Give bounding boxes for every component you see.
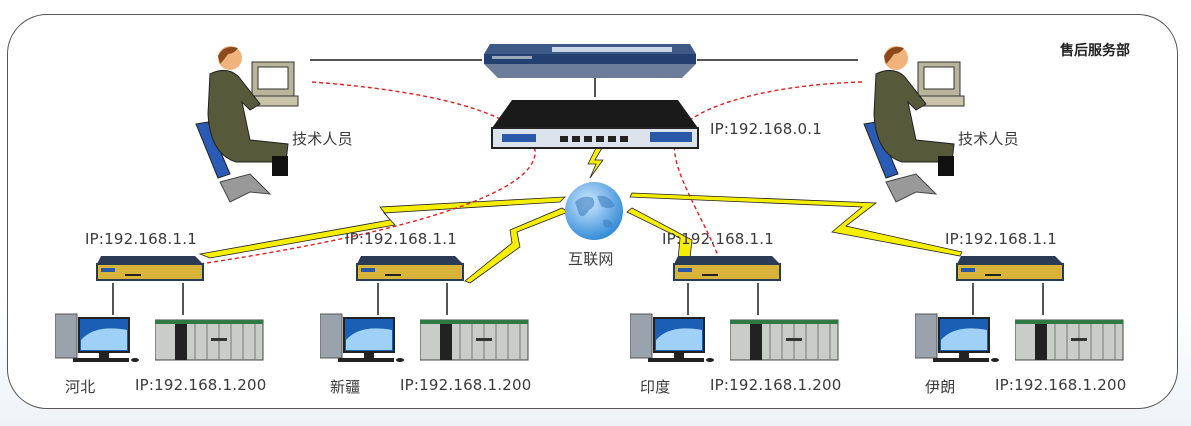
- site-pc-icon: [320, 313, 404, 362]
- vpn-tunnels: [199, 81, 863, 266]
- vpn-router-ip: IP:192.168.0.1: [710, 120, 822, 138]
- site-pc-icon: [55, 313, 139, 362]
- internet-label: 互联网: [568, 250, 614, 268]
- site-gateway-router-icon: [673, 256, 781, 281]
- bolt-globe-site1: [198, 196, 567, 259]
- site-plc-rack-icon: [155, 319, 264, 361]
- site-name: 新疆: [330, 378, 361, 396]
- site-plc-ip: IP:192.168.1.200: [135, 376, 267, 394]
- site-plc-ip: IP:192.168.1.200: [400, 376, 532, 394]
- technician-icon-right: [863, 46, 965, 203]
- site-name: 伊朗: [925, 378, 956, 396]
- network-switch-icon: [484, 44, 696, 78]
- department-title: 售后服务部: [1060, 43, 1130, 59]
- bolt-globe-site2: [464, 207, 569, 284]
- site-plc-rack-icon: [730, 319, 839, 361]
- vpn-tunnel-right-technician: [673, 81, 863, 266]
- site-gateway-router-icon: [356, 256, 464, 281]
- technician-label-left: 技术人员: [292, 130, 353, 148]
- site-gateway-ip: IP:192.168.1.1: [662, 230, 774, 248]
- site-pc-icon: [630, 313, 714, 362]
- site-plc-ip: IP:192.168.1.200: [710, 376, 842, 394]
- site-pc-icon: [915, 313, 999, 362]
- site-gateway-ip: IP:192.168.1.1: [945, 230, 1057, 248]
- site-name: 印度: [640, 378, 671, 396]
- globe-icon: [565, 182, 623, 240]
- vpn-tunnel-left-technician: [199, 81, 536, 265]
- technician-label-right: 技术人员: [958, 130, 1019, 148]
- site-gateway-ip: IP:192.168.1.1: [85, 230, 197, 248]
- technician-icon-left: [195, 46, 299, 203]
- site-plc-rack-icon: [420, 319, 529, 361]
- site-wires: [112, 283, 1044, 315]
- site-gateway-router-icon: [96, 256, 204, 281]
- site-gateway-ip: IP:192.168.1.1: [345, 230, 457, 248]
- bolt-globe-site4: [629, 192, 963, 257]
- vpn-router-icon: [491, 100, 699, 149]
- site-plc-rack-icon: [1015, 319, 1124, 361]
- site-plc-ip: IP:192.168.1.200: [995, 376, 1127, 394]
- site-name: 河北: [65, 378, 96, 396]
- bolt-router-globe: [587, 147, 604, 179]
- wireless-links: [198, 147, 963, 284]
- site-gateway-router-icon: [956, 256, 1064, 281]
